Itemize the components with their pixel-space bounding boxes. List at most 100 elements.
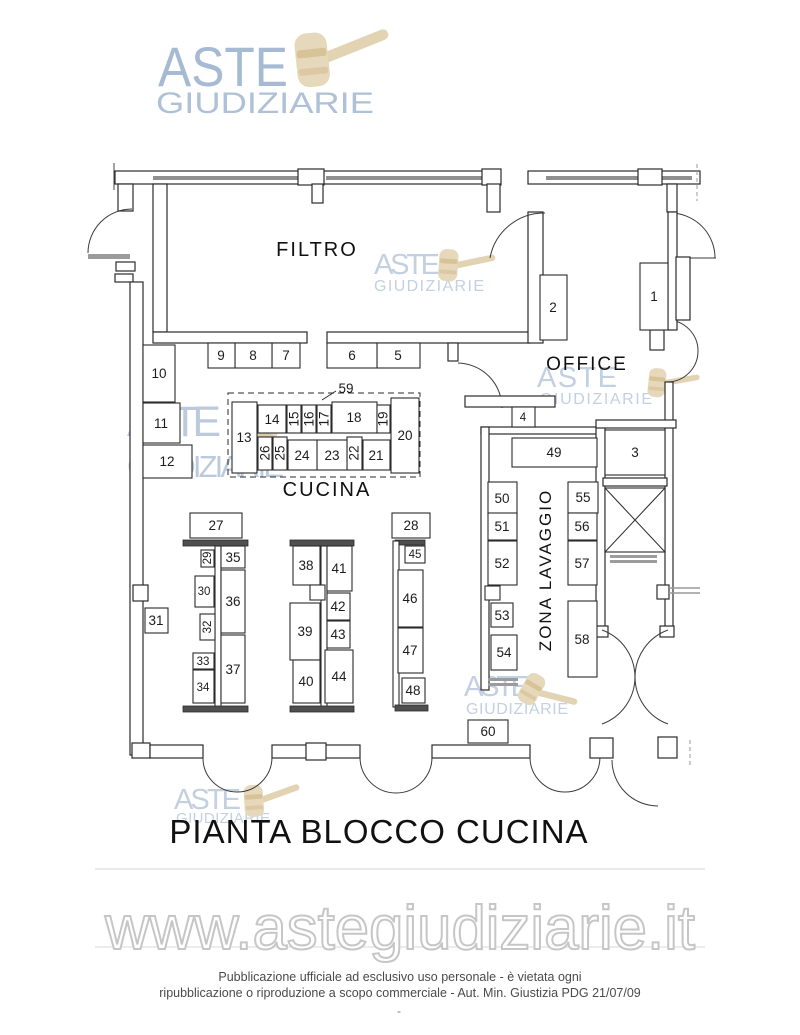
unit-box-9 — [207, 342, 236, 369]
unit-number-46: 46 — [402, 591, 417, 606]
unit-number-60: 60 — [480, 724, 495, 739]
watermark-text: ASTE — [374, 249, 440, 281]
unit-number-20: 20 — [397, 428, 412, 443]
exterior-wall-bottom — [131, 742, 151, 759]
url-watermark-text: www.astegiudiziarie.it — [104, 894, 695, 963]
unit-box-13 — [231, 401, 258, 474]
door-jamb — [659, 625, 675, 638]
unit-number-59: 59 — [338, 381, 353, 396]
unit-box-21 — [362, 439, 391, 471]
wall-segment — [115, 261, 136, 272]
unit-number-27: 27 — [208, 518, 223, 533]
unit-number-54: 54 — [496, 645, 512, 660]
sill — [488, 683, 518, 686]
office-wall-bottom — [464, 395, 556, 408]
footer-line2: ripubblicazione o riproduzione a scopo c… — [159, 986, 641, 1000]
unit-number-56: 56 — [574, 519, 589, 534]
door-arc — [611, 759, 659, 807]
room3-wall-bottom — [602, 477, 668, 487]
unit-box-58 — [567, 600, 598, 678]
unit-box-8 — [234, 342, 273, 369]
door-arc — [87, 208, 133, 254]
unit-number-4: 4 — [520, 412, 527, 424]
unit-box-1 — [639, 262, 669, 331]
unit-number-3: 3 — [631, 445, 639, 460]
door-arc — [359, 756, 397, 794]
unit-number-55: 55 — [575, 490, 590, 505]
unit-number-14: 14 — [264, 412, 280, 427]
wall-segment — [114, 273, 134, 283]
unit-box-11 — [142, 402, 181, 444]
unit-number-7: 7 — [282, 348, 290, 363]
unit-box-3 — [604, 429, 666, 476]
unit-box-35 — [220, 545, 246, 569]
unit-number-49: 49 — [546, 445, 561, 460]
door-arc — [202, 756, 238, 793]
pillar — [297, 168, 325, 186]
door-arc — [601, 629, 636, 725]
sill — [610, 555, 657, 558]
unit-box-10 — [142, 344, 176, 403]
unit-box-44 — [324, 649, 354, 704]
unit-number-35: 35 — [225, 550, 240, 565]
room-label-filtro: FILTRO — [276, 239, 358, 261]
unit-box-26 — [257, 436, 273, 471]
island-divider — [214, 545, 222, 708]
unit-box-17 — [316, 404, 332, 434]
island-connector — [309, 584, 326, 601]
door-arc — [395, 756, 433, 794]
window — [662, 176, 692, 180]
unit-box-47 — [397, 627, 424, 674]
unit-box-19 — [376, 404, 391, 434]
unit-number-8: 8 — [249, 348, 257, 363]
counter-bar — [289, 705, 355, 713]
pillar — [637, 168, 663, 186]
unit-number-6: 6 — [348, 348, 356, 363]
unit-box-27 — [189, 512, 243, 539]
door-jamb — [447, 342, 459, 362]
door-arc — [564, 756, 601, 793]
pillar — [305, 742, 327, 761]
unit-number-48: 48 — [405, 683, 420, 698]
unit-box-39 — [289, 602, 321, 661]
unit-box-56 — [567, 512, 598, 541]
unit-box-33 — [192, 652, 215, 670]
walls — [87, 163, 716, 807]
unit-number-15: 15 — [287, 411, 302, 426]
unit-number-5: 5 — [394, 348, 402, 363]
wall-segment — [649, 329, 665, 351]
island-connector — [484, 585, 501, 601]
aste-giudiziarie-logo: ASTE GIUDIZIARIE — [156, 25, 388, 120]
unit-number-25: 25 — [273, 445, 288, 460]
zona-lavaggio-wall-top — [480, 426, 606, 435]
door-arc — [489, 212, 546, 259]
unit-box-20 — [390, 397, 420, 474]
units: 1 2 3 4 5 6 7 8 9 10 11 12 13 14 15 16 1… — [142, 262, 669, 744]
wall-segment — [117, 183, 134, 212]
unit-box-49 — [511, 437, 598, 468]
unit-box-48 — [401, 677, 426, 704]
pillar-stub — [486, 183, 501, 213]
exterior-wall-bottom — [657, 736, 678, 759]
cucina-island-outline — [227, 392, 421, 478]
unit-box-43 — [326, 620, 351, 649]
door-arc — [529, 756, 566, 793]
unit-number-37: 37 — [225, 662, 240, 677]
unit-number-45: 45 — [409, 549, 422, 561]
unit-box-31 — [144, 607, 169, 634]
watermark-text: GIUDIZIARIE — [540, 391, 652, 408]
unit-number-22: 22 — [347, 445, 362, 460]
counter-bar — [289, 539, 355, 547]
unit-number-28: 28 — [403, 518, 418, 533]
logo-gavel-icon — [293, 25, 387, 88]
unit-box-54 — [490, 634, 518, 671]
unit-box-28 — [391, 512, 431, 539]
unit-number-13: 13 — [236, 430, 251, 445]
pillar-stub — [311, 183, 324, 204]
unit-box-41 — [326, 545, 353, 592]
unit-number-9: 9 — [217, 348, 225, 363]
unit-box-38 — [292, 545, 321, 586]
unit-number-47: 47 — [402, 643, 417, 658]
wall-segment — [656, 584, 670, 600]
